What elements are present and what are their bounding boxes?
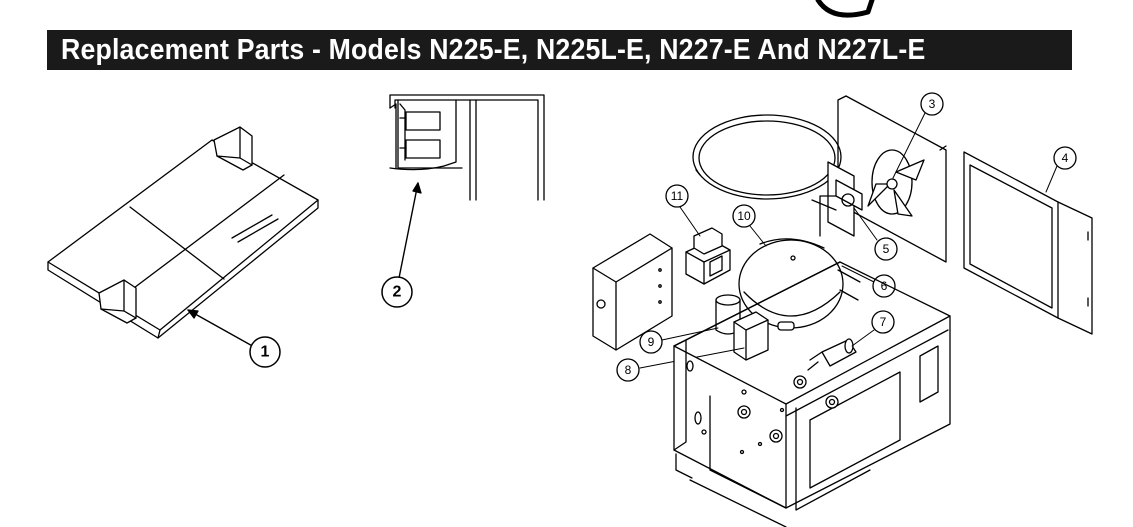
callout-8: 8 bbox=[616, 347, 745, 382]
part-11-relay bbox=[685, 227, 731, 285]
callout-1: 1 bbox=[187, 309, 281, 368]
callout-8-label: 8 bbox=[625, 363, 632, 377]
callout-11-label: 11 bbox=[671, 189, 684, 203]
logo-arc-fragment bbox=[815, 0, 875, 18]
callout-6: 6 bbox=[841, 265, 896, 298]
part-7-drier bbox=[807, 338, 857, 371]
callout-10: 10 bbox=[732, 204, 767, 247]
callout-9-label: 9 bbox=[648, 335, 655, 349]
part-1-lid bbox=[47, 126, 319, 339]
base-frame bbox=[673, 261, 951, 527]
callout-5-label: 5 bbox=[883, 242, 890, 256]
callout-2: 2 bbox=[381, 182, 422, 308]
callout-5: 5 bbox=[853, 207, 898, 261]
page-title: Replacement Parts - Models N225-E, N225L… bbox=[61, 34, 926, 66]
title-bar: Replacement Parts - Models N225-E, N225L… bbox=[47, 30, 1072, 70]
callout-6-label: 6 bbox=[881, 279, 888, 293]
callout-7-label: 7 bbox=[880, 315, 887, 329]
callout-3: 3 bbox=[892, 92, 944, 179]
callout-1-label: 1 bbox=[261, 344, 270, 361]
callout-3-label: 3 bbox=[929, 97, 936, 111]
callout-11: 11 bbox=[665, 184, 701, 237]
callout-7: 7 bbox=[851, 310, 895, 347]
part-3-fan-panel bbox=[811, 95, 947, 263]
gasket-ring bbox=[692, 114, 842, 200]
part-4-side-panel bbox=[963, 151, 1093, 335]
callout-2-label: 2 bbox=[393, 284, 402, 301]
part-2-gasket bbox=[389, 94, 545, 201]
callout-4-label: 4 bbox=[1062, 151, 1069, 165]
callout-10-label: 10 bbox=[737, 209, 751, 223]
electrical-box bbox=[592, 233, 673, 351]
part-10-compressor bbox=[738, 238, 861, 331]
callout-4: 4 bbox=[1045, 146, 1077, 193]
callout-9: 9 bbox=[639, 327, 719, 354]
